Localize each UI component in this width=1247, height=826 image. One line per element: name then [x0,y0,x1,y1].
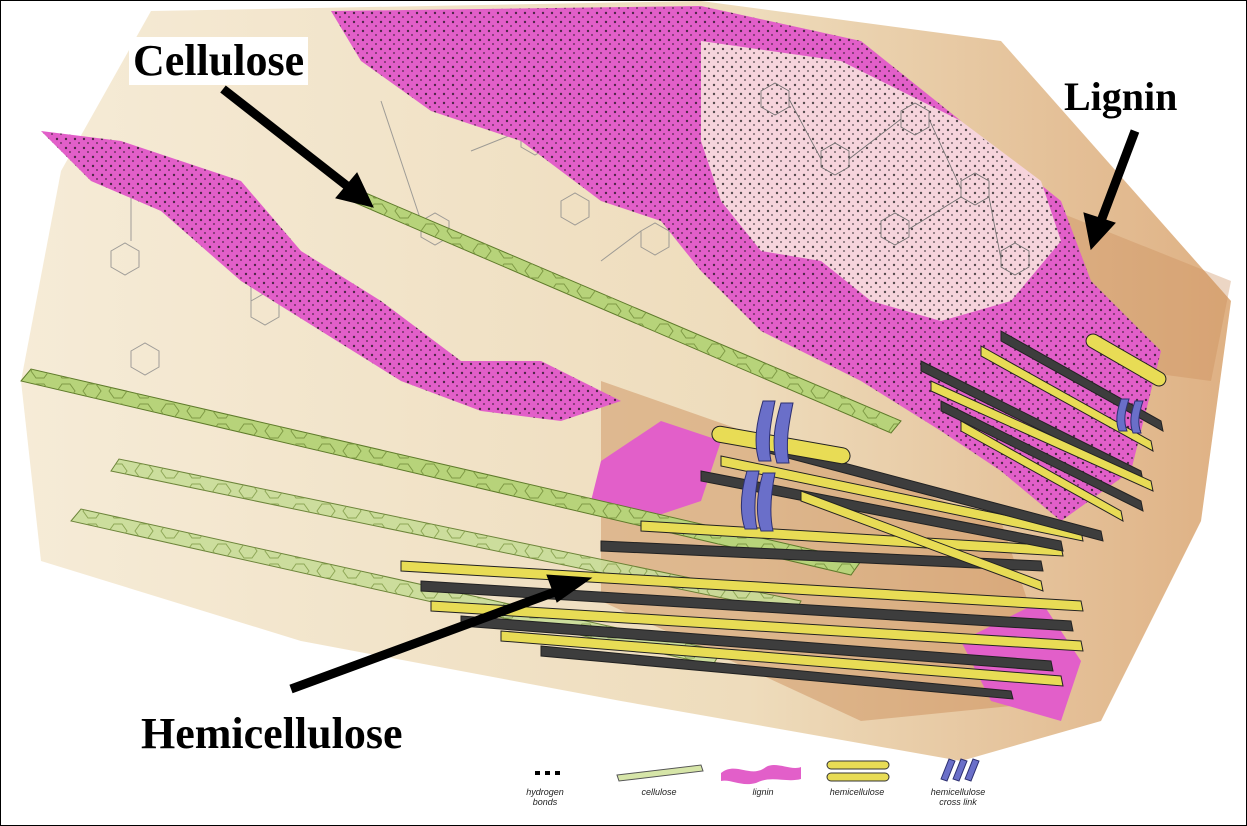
hemicellulose-label: Hemicellulose [141,712,403,756]
legend-hydrogen-bonds-text: hydrogen bonds [515,787,575,808]
legend-cross-link-symbol [941,759,979,781]
legend-hemicellulose-symbol [827,761,889,781]
legend-hydrogen-bonds-symbol [535,771,560,775]
legend-cross-link-text: hemicellulose cross link [923,787,993,808]
legend-lignin-text: lignin [723,787,803,797]
legend-cellulose-symbol [617,765,703,781]
legend-symbols [535,759,979,784]
legend-lignin-symbol [721,765,801,784]
lignin-label: Lignin [1064,77,1177,117]
legend-hemicellulose-text: hemicellulose [817,787,897,797]
legend-cellulose-text: cellulose [619,787,699,797]
cellulose-label: Cellulose [129,37,308,85]
